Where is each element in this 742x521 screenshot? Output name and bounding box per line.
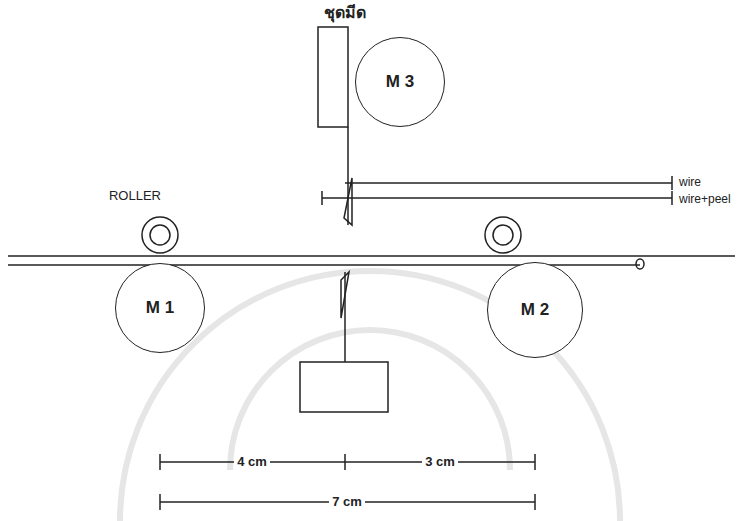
knife-blade <box>344 178 352 225</box>
wire-end <box>671 176 673 190</box>
main-wire <box>8 255 735 257</box>
wire-peel-end <box>671 191 673 205</box>
roller-hub <box>493 225 513 245</box>
part-name: ROLLER <box>106 189 164 203</box>
roller-hub <box>150 225 170 245</box>
dimension-tick <box>534 454 536 470</box>
dimension-line <box>160 461 535 463</box>
knife-block <box>300 362 388 412</box>
wire-line <box>345 182 672 184</box>
knife-stem <box>344 272 346 362</box>
knife-stem <box>347 127 349 225</box>
motor-label: M 3 <box>386 72 414 92</box>
motor-label: M 1 <box>146 298 174 318</box>
motor-circle: M 1 <box>115 263 205 353</box>
knife-block <box>318 27 348 127</box>
motor-label: M 2 <box>521 300 549 320</box>
motor-circle: M 3 <box>355 37 445 127</box>
dimension: 3 cm <box>422 455 458 469</box>
motor-circle: M 2 <box>487 262 583 358</box>
dimension: 4 cm <box>234 455 270 469</box>
dimension: 7 cm <box>329 495 365 509</box>
wire-label: wire <box>676 176 704 189</box>
dimension-tick <box>344 454 346 470</box>
wire-tip <box>636 259 644 269</box>
part-name: ชุดมีด <box>321 4 369 22</box>
dimension-tick <box>534 494 536 510</box>
roller <box>142 217 178 253</box>
knife-blade <box>341 272 349 318</box>
wire-label: wire+peel <box>676 193 734 206</box>
wire-peel-line <box>322 197 672 199</box>
wire-peel-end <box>321 191 323 205</box>
roller <box>485 217 521 253</box>
dimension-tick <box>159 494 161 510</box>
dimension-tick <box>159 454 161 470</box>
